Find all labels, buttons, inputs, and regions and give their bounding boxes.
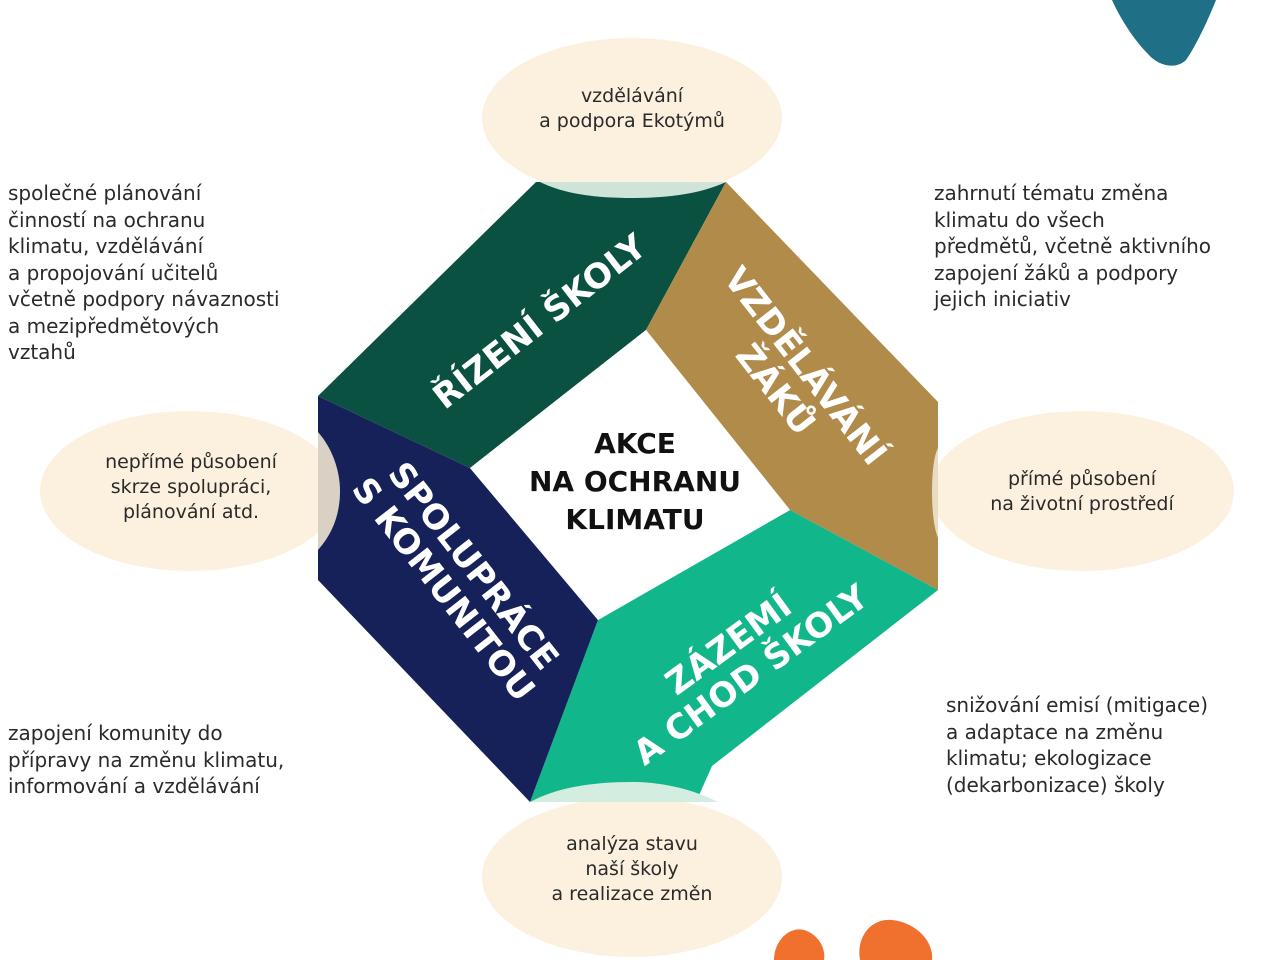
description-bottom-left: zapojení komunity do přípravy na změnu k… <box>8 721 285 798</box>
description-top-left: společné plánování činností na ochranu k… <box>8 181 280 364</box>
arm-bottom-left-shape <box>318 396 598 802</box>
bubble-bottom <box>482 797 782 957</box>
center-title: AKCE NA OCHRANU KLIMATU <box>528 427 742 536</box>
bubble-left <box>40 411 340 571</box>
overlap-top <box>540 182 726 198</box>
arm-top-right-shape <box>646 182 938 590</box>
overlap-right <box>932 448 938 538</box>
bubble-top <box>482 38 782 198</box>
decorative-orange-blob-left <box>774 929 825 960</box>
decorative-orange-blob-right <box>859 919 933 960</box>
bubble-text-bottom: analýza stavu naší školy a realizace změ… <box>551 833 713 905</box>
bubble-text-left: nepřímé působení skrze spolupráci, pláno… <box>105 451 277 523</box>
bubble-text-top: vzdělávání a podpora Ekotýmů <box>539 85 725 132</box>
center-square <box>470 330 790 620</box>
overlap-left <box>318 432 340 550</box>
arm-top-left-shape <box>318 182 726 468</box>
bubble-text-right: přímé působení na životní prostředí <box>990 468 1174 515</box>
description-bottom-right: snižování emisí (mitigace) a adaptace na… <box>946 693 1209 797</box>
arm-bottom-right-shape <box>530 510 938 802</box>
overlap-bottom <box>530 782 718 802</box>
bubble-right <box>930 411 1234 571</box>
description-top-right: zahrnutí tématu změna klimatu do všech p… <box>934 181 1212 311</box>
decorative-blue-blob <box>1112 0 1216 66</box>
